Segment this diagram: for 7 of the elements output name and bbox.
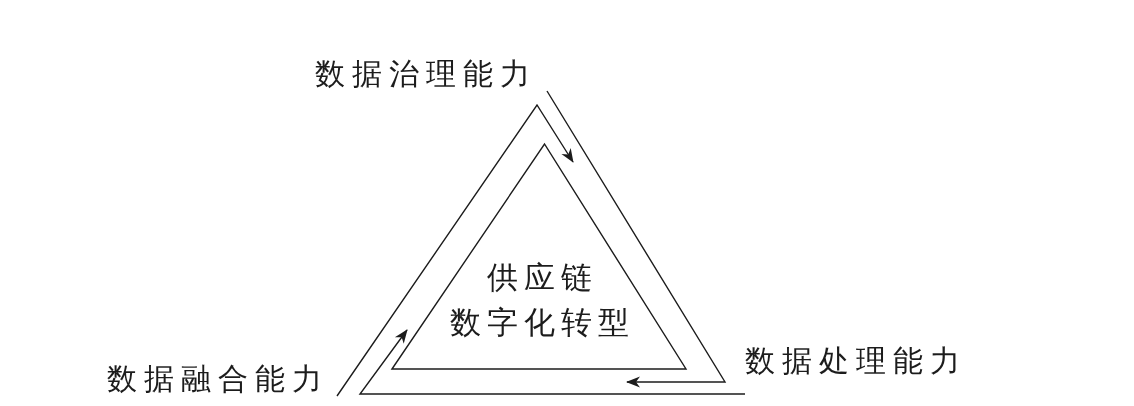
arrow bbox=[336, 103, 574, 397]
center-label: 供应链数字化转型 bbox=[448, 258, 635, 342]
capability-label: 数据融合能力 bbox=[107, 362, 329, 396]
arrow bbox=[358, 329, 746, 395]
arrow bbox=[546, 90, 727, 388]
capability-label: 数据治理能力 bbox=[315, 57, 537, 91]
capability-label: 数据处理能力 bbox=[745, 344, 967, 378]
